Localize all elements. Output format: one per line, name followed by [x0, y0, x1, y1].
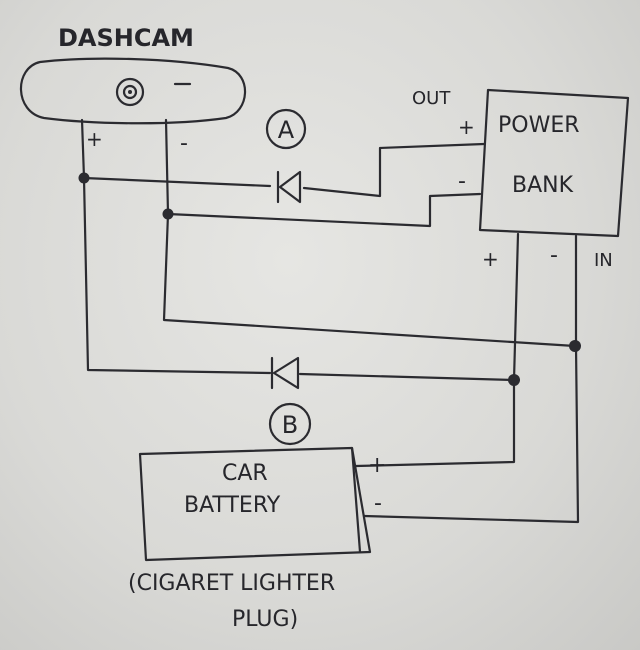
power-bank-in-label: IN — [594, 250, 613, 271]
wire-negative-to-bank-out-minus — [166, 192, 482, 228]
junction-dot-positive — [78, 172, 90, 184]
power-bank-out-plus: + — [458, 115, 475, 139]
power-bank-label-line1: POWER — [498, 113, 580, 138]
car-battery: CAR BATTERY + - (CIGARET LIGHTER PLUG) — [128, 446, 386, 632]
junctions — [78, 172, 581, 386]
wire-dashcam-positive — [80, 118, 272, 375]
wire-diode-b-to-junction — [298, 372, 516, 382]
wire-positive-to-diode-a — [82, 176, 272, 188]
dashcam: DASHCAM + - — [19, 24, 247, 156]
camera-lens-icon — [115, 77, 145, 107]
power-bank-out-label: OUT — [412, 88, 451, 109]
car-battery-terminal-edge — [350, 446, 362, 554]
car-battery-minus-label: - — [374, 491, 382, 516]
power-bank-out-minus: - — [458, 169, 466, 194]
wires — [80, 118, 580, 524]
junction-dot-negative — [162, 208, 174, 220]
power-bank: POWER BANK OUT + - + - IN — [412, 88, 630, 271]
wire-negative-loop — [162, 212, 577, 348]
dashcam-minus-label: - — [180, 131, 188, 156]
junction-dot-battery-positive — [508, 374, 520, 386]
diode-b-label-circle — [268, 402, 312, 446]
power-bank-in-minus: - — [550, 243, 558, 268]
wire-dashcam-negative — [164, 118, 170, 216]
car-battery-plus-label: + — [368, 453, 386, 478]
junction-dot-battery-negative — [569, 340, 581, 352]
dashcam-label: DASHCAM — [58, 24, 194, 52]
diode-a-symbol-icon — [276, 170, 302, 204]
diode-b-symbol-icon — [270, 356, 300, 390]
power-bank-body — [478, 88, 630, 238]
wire-bank-in-positive — [354, 232, 520, 468]
wire-diode-a-to-bank-out-plus — [302, 142, 486, 198]
power-bank-label-line2: BANK — [512, 173, 574, 198]
diode-a-label-circle — [265, 108, 307, 150]
dashcam-body — [19, 57, 247, 125]
car-battery-label-line1: CAR — [222, 461, 268, 486]
diode-b-label: B — [282, 411, 298, 439]
wire-bank-in-negative — [362, 234, 580, 524]
diode-a-label: A — [278, 116, 295, 144]
dashcam-plus-label: + — [86, 127, 103, 151]
car-battery-label-line2: BATTERY — [184, 493, 281, 518]
car-battery-note-line2: PLUG) — [232, 607, 298, 632]
car-battery-note-line1: (CIGARET LIGHTER — [128, 571, 335, 596]
diode-a: A — [265, 108, 307, 204]
car-battery-body — [138, 446, 372, 562]
diode-b: B — [268, 356, 312, 446]
power-bank-in-plus: + — [482, 247, 499, 271]
